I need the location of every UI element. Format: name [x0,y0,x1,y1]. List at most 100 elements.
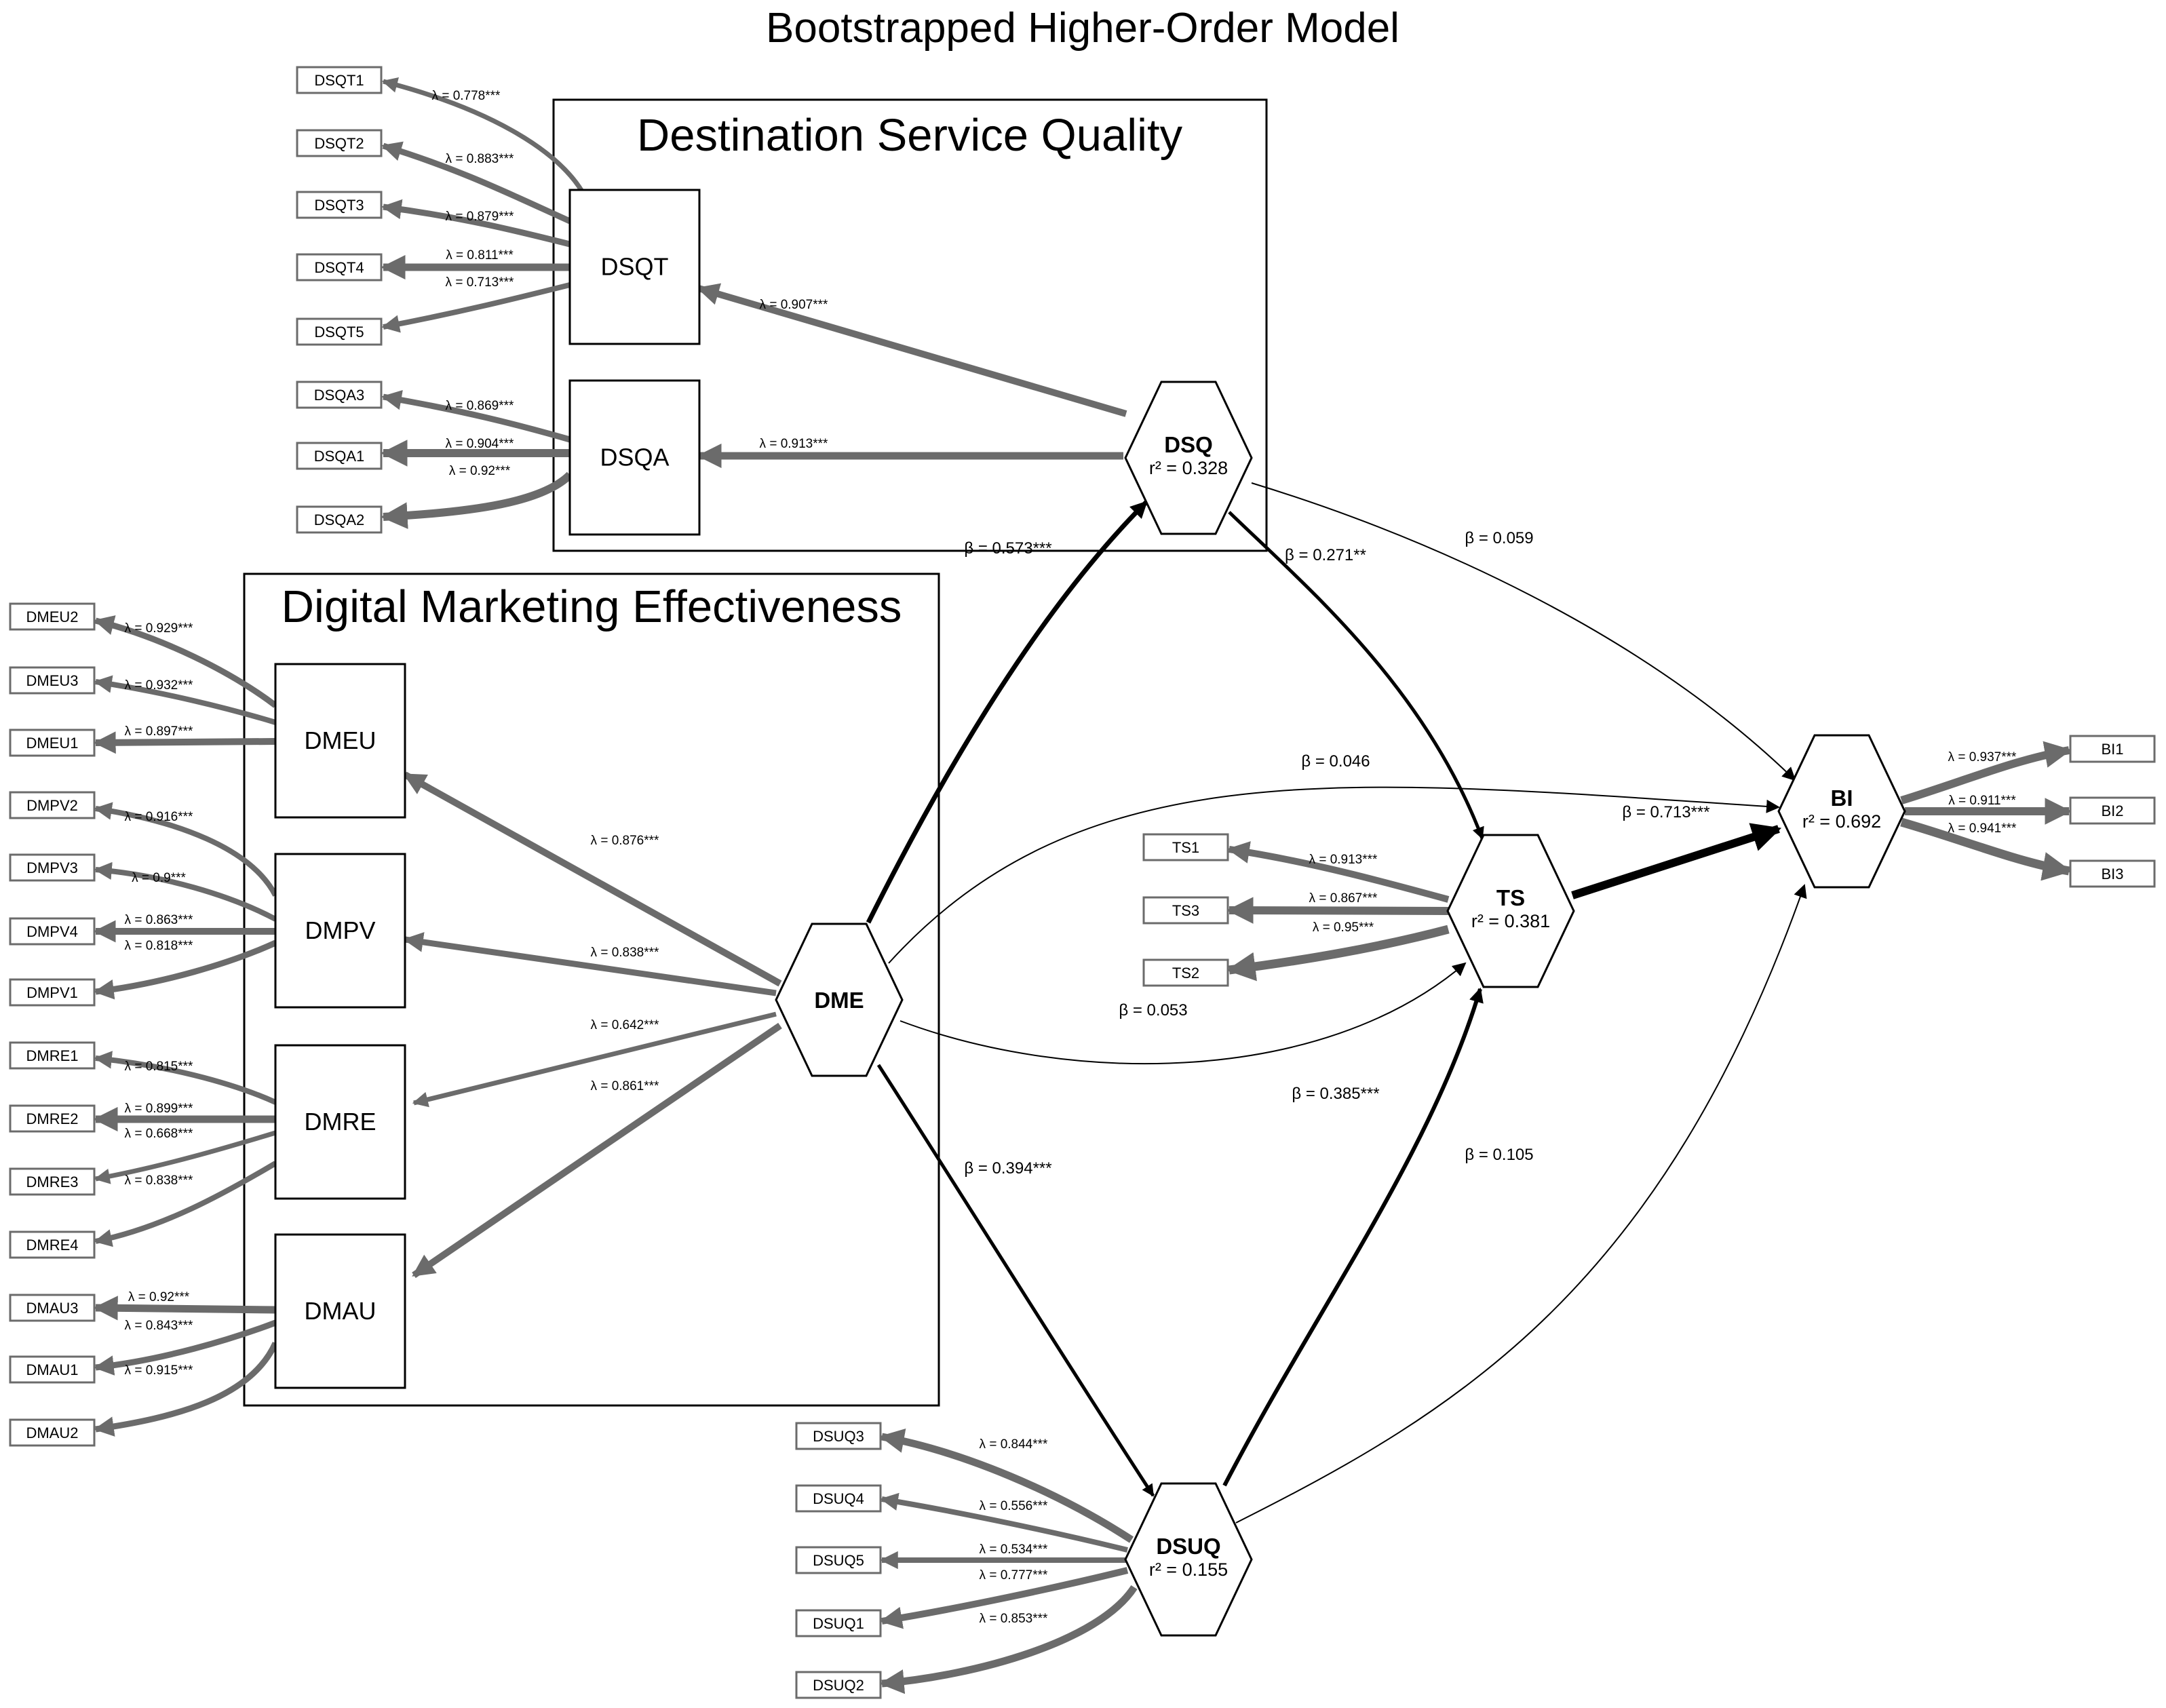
indicator-label-dsuq3: DSUQ3 [813,1428,864,1445]
indicator-label-bi1: BI1 [2101,741,2123,758]
loading-label-dmeu2: λ = 0.929*** [125,621,193,636]
indicator-box-dsqt2 [296,129,383,157]
second-order-label-dme-dmre: λ = 0.642*** [591,1018,659,1032]
loading-edge-dsuq2 [879,1585,1138,1694]
indicator-label-dmau1: DMAU1 [26,1361,78,1378]
indicator-label-dsqt4: DSQT4 [314,259,364,276]
path-label-dme-bi: β = 0.046 [1301,752,1370,771]
path-label-dme-dsuq: β = 0.394*** [964,1159,1051,1178]
loading-edge-dmre1 [94,1051,277,1105]
dme-cluster-frame [243,572,940,1407]
indicator-label-dmre4: DMRE4 [26,1237,78,1254]
loading-label-dsqa3: λ = 0.869*** [446,399,514,413]
construct-hexagon-ts [1446,834,1575,988]
construct-label-bi: BI [1831,785,1853,811]
path-label-dme-dsq: β = 0.573*** [964,539,1051,558]
indicator-box-dsqa3 [296,381,383,409]
loading-edge-ts3 [1226,897,1449,924]
construct-box-dsqt [568,189,701,345]
dsq-cluster-label: Destination Service Quality [637,110,1183,161]
construct-label-dsqa: DSQA [600,444,669,471]
construct-hexagon-bi [1777,734,1906,889]
loading-label-dmre3: λ = 0.668*** [125,1127,193,1141]
indicator-box-bi1 [2069,735,2156,763]
indicator-label-dmau3: DMAU3 [26,1300,78,1317]
loading-label-dsqt5: λ = 0.713*** [446,275,514,290]
path-label-dsuq-ts: β = 0.385*** [1292,1085,1379,1103]
construct-label-dmeu: DMEU [305,726,376,754]
path-edge-dme-bi [888,786,1780,964]
loading-edge-dmau2 [94,1342,279,1437]
second-order-edge-dme-dmre [412,1011,777,1108]
loading-edge-dmpv3 [94,861,277,922]
indicator-box-dsuq2 [795,1671,882,1699]
construct-label-ts: TS [1496,885,1525,910]
path-label-dsq-ts: β = 0.271** [1285,546,1366,564]
path-edge-dme-ts [900,962,1467,1065]
loading-label-dmpv1: λ = 0.818*** [125,939,193,953]
loading-label-dmau3: λ = 0.92*** [128,1290,190,1304]
construct-box-dsqa [568,379,701,536]
loading-label-dmau2: λ = 0.915*** [125,1363,193,1378]
indicator-label-dmeu2: DMEU2 [26,608,78,625]
loading-edge-dmre3 [94,1130,277,1184]
loading-edge-bi1 [1900,741,2072,804]
indicator-label-bi2: BI2 [2101,802,2123,819]
loading-edge-dsqt5 [381,282,570,333]
indicator-box-dmeu3 [9,666,96,695]
loading-label-dsqa1: λ = 0.904*** [446,437,514,451]
indicator-label-dmre2: DMRE2 [26,1110,78,1127]
path-label-dsuq-bi: β = 0.105 [1465,1146,1533,1164]
indicator-box-ts1 [1142,833,1229,861]
path-edge-ts-bi [1571,823,1782,899]
second-order-edge-dme-dmeu [403,771,782,987]
construct-label-dmau: DMAU [305,1297,376,1325]
indicator-box-dmpv4 [9,917,96,946]
loading-edge-bi3 [1900,817,2072,881]
loading-label-dmpv2: λ = 0.916*** [125,810,193,824]
edges-layer [93,77,2072,1694]
loading-edge-dsqa2 [381,471,573,529]
construct-label-dmpv: DMPV [305,916,375,944]
loading-edge-dsuq4 [880,1492,1128,1553]
second-order-edge-dme-dmpv [403,932,777,996]
indicator-box-dmau3 [9,1294,96,1322]
path-edge-dme-dsuq [876,1064,1155,1497]
loading-label-bi2: λ = 0.911*** [1948,794,2016,808]
second-order-label-dme-dmau: λ = 0.861*** [591,1079,659,1093]
indicator-label-dsqa2: DSQA2 [314,511,365,528]
second-order-edge-dsq-dsqt [696,283,1127,417]
loading-label-dmpv3: λ = 0.9*** [132,871,186,885]
construct-label-dsq: DSQ [1164,432,1213,457]
loading-label-ts2: λ = 0.95*** [1313,920,1374,935]
loading-edge-ts2 [1226,925,1450,982]
second-order-label-dme-dmpv: λ = 0.838*** [591,946,659,960]
indicator-label-dsqa3: DSQA3 [314,387,365,404]
dsq-cluster-frame [552,98,1268,552]
path-edge-dsq-bi [1251,482,1796,781]
loading-label-dsqt2: λ = 0.883*** [446,152,514,166]
loading-label-dmpv4: λ = 0.863*** [125,913,193,927]
dme-cluster-label: Digital Marketing Effectiveness [282,581,902,632]
loading-edge-dsuq3 [879,1429,1134,1543]
loading-label-dmeu3: λ = 0.932*** [125,678,193,693]
indicator-box-bi3 [2069,859,2156,888]
loading-edge-dsqt1 [381,77,584,193]
loading-label-bi3: λ = 0.941*** [1948,821,2017,836]
indicator-label-bi3: BI3 [2101,866,2123,882]
loading-edge-dmeu1 [93,731,276,754]
loading-edge-dsqa3 [381,389,571,443]
indicator-box-dmre4 [9,1230,96,1259]
indicator-label-dsuq5: DSUQ5 [813,1552,864,1569]
loading-edge-dmau1 [94,1319,277,1376]
loading-label-dmeu1: λ = 0.897*** [125,724,193,739]
indicator-label-dmeu1: DMEU1 [26,735,78,752]
loading-edge-ts1 [1226,841,1450,903]
second-order-edge-dme-dmau [412,1022,782,1279]
indicator-label-dsuq1: DSUQ1 [813,1615,864,1632]
construct-box-dmau [274,1233,406,1389]
second-order-label-dsq-dsqa: λ = 0.913*** [760,437,828,451]
indicator-box-dmau1 [9,1355,96,1384]
indicator-box-bi2 [2069,796,2156,825]
indicator-box-dsqa2 [296,505,383,534]
